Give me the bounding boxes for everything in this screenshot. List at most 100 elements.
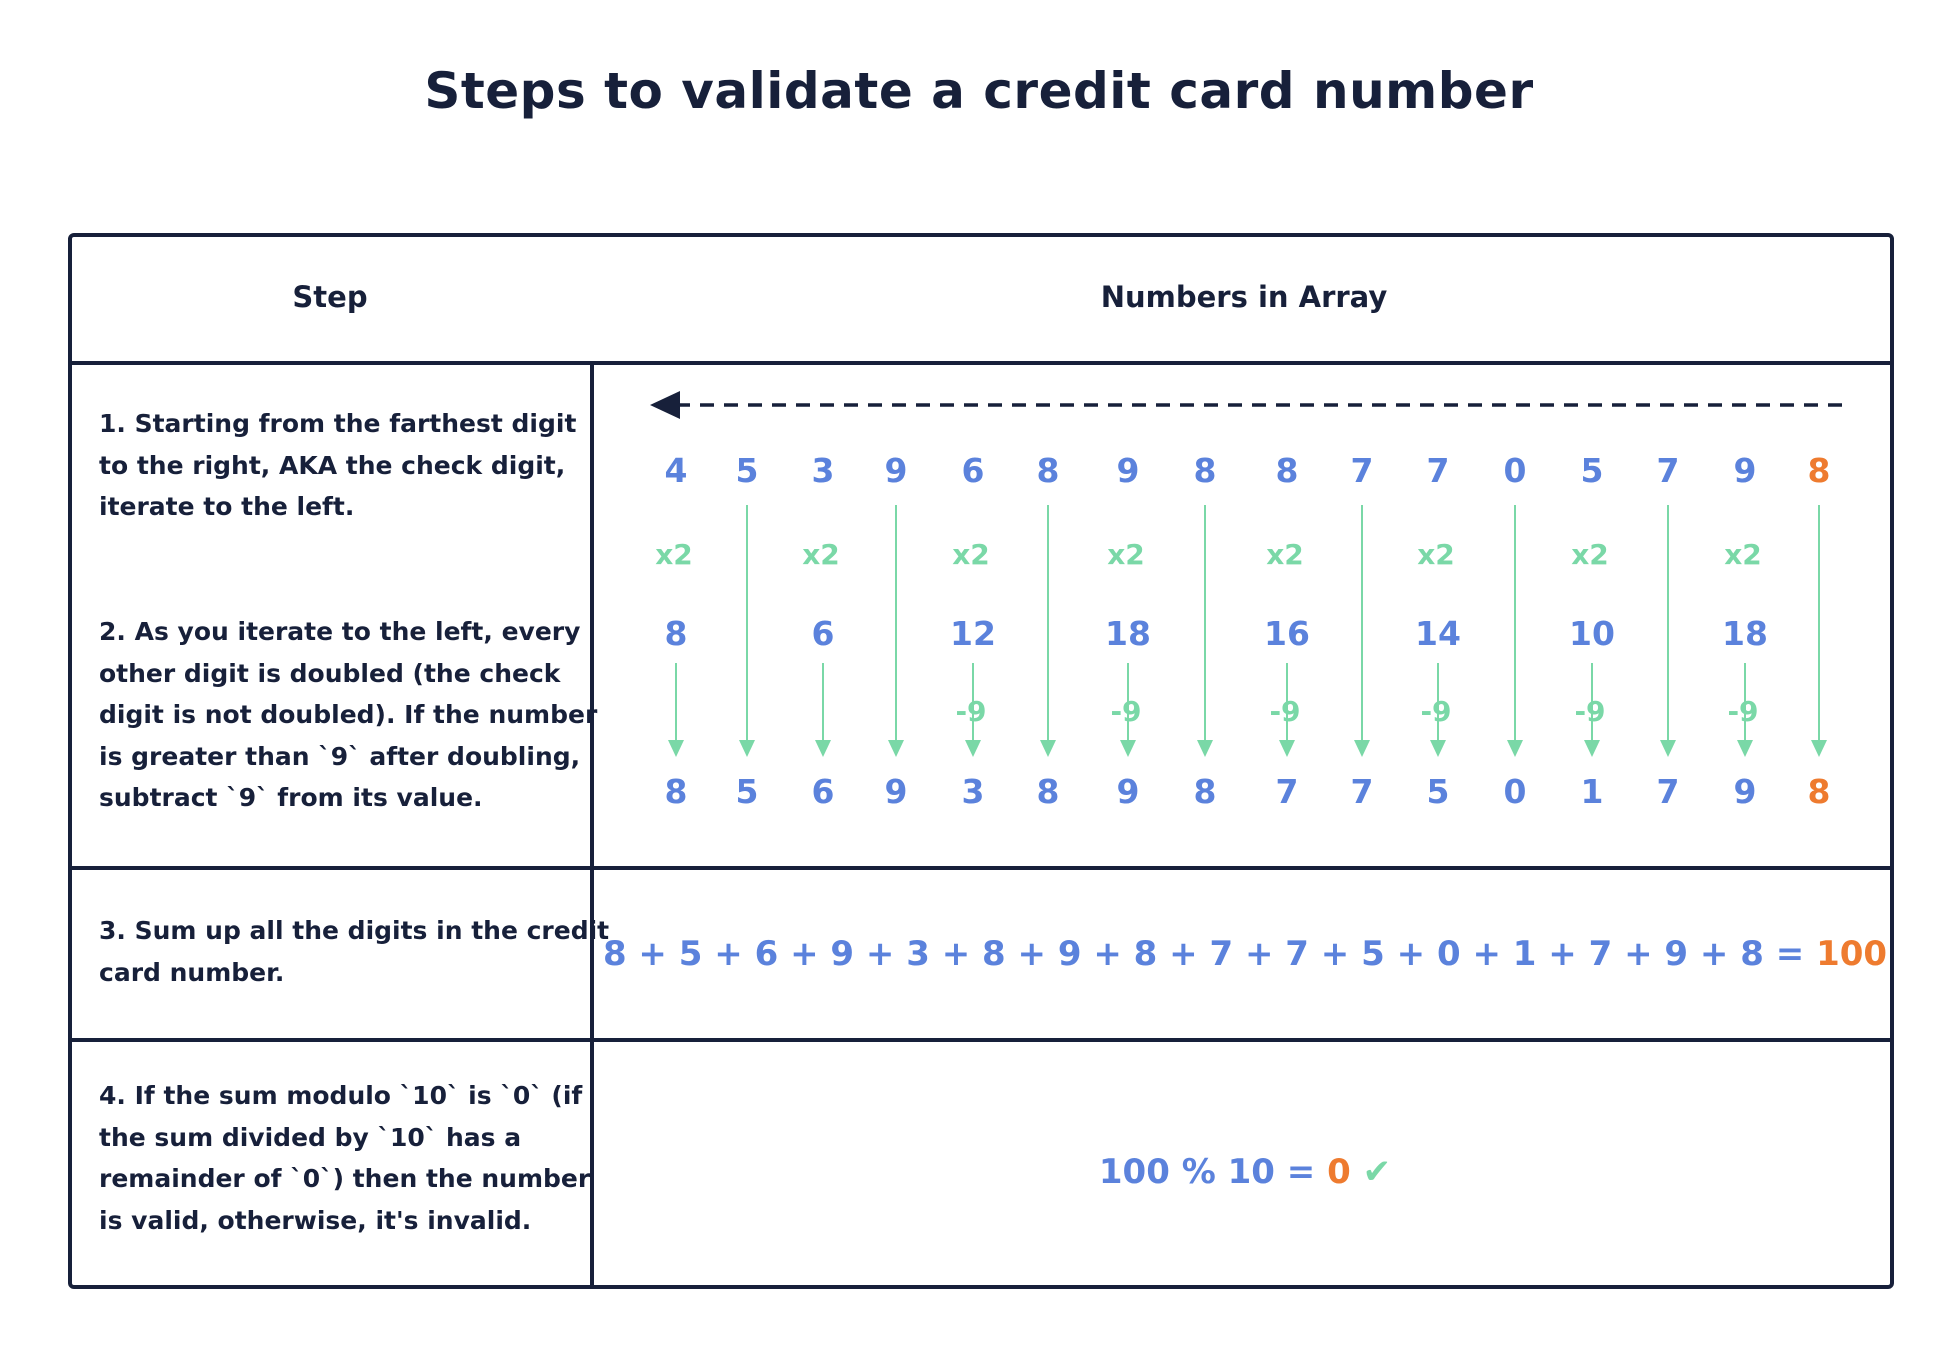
step-4-line: is valid, otherwise, it's invalid. bbox=[99, 1205, 532, 1235]
result-digit: 9 bbox=[885, 772, 908, 811]
original-digit: 8 bbox=[1037, 451, 1060, 490]
left-arrow-icon bbox=[650, 391, 1842, 419]
down-arrow-icon bbox=[1737, 663, 1753, 757]
original-digit: 9 bbox=[1734, 451, 1757, 490]
multiplier-label: x2 bbox=[655, 538, 693, 571]
original-digit: 7 bbox=[1351, 451, 1374, 490]
result-digit: 0 bbox=[1504, 772, 1527, 811]
step-2-line: 2. As you iterate to the left, every bbox=[99, 617, 581, 646]
original-digit: 9 bbox=[1117, 451, 1140, 490]
original-digit: 8 bbox=[1194, 451, 1217, 490]
result-digit: 5 bbox=[1427, 772, 1450, 811]
step-2-text: 2. As you iterate to the left, every oth… bbox=[99, 611, 597, 819]
subtract-label: -9 bbox=[1110, 695, 1141, 728]
step-4-line: 4. If the sum modulo `10` is `0` (if bbox=[99, 1081, 583, 1110]
original-digit: 9 bbox=[885, 451, 908, 490]
result-digit: 7 bbox=[1351, 772, 1374, 811]
doubled-value: 8 bbox=[665, 614, 688, 653]
column-divider bbox=[590, 363, 594, 1289]
modulo-equation: 100 % 10 = 0 ✔ bbox=[596, 1152, 1894, 1192]
row-divider-2 bbox=[68, 866, 1894, 870]
row-divider-3 bbox=[68, 1038, 1894, 1042]
original-digit: 3 bbox=[812, 451, 835, 490]
result-digit: 8 bbox=[1194, 772, 1217, 811]
check-digit: 8 bbox=[1808, 451, 1831, 490]
result-digit: 5 bbox=[736, 772, 759, 811]
down-arrow-icon bbox=[739, 505, 755, 757]
down-arrow-icon bbox=[1197, 505, 1213, 757]
step-4-text: 4. If the sum modulo `10` is `0` (if the… bbox=[99, 1075, 590, 1241]
down-arrow-icon bbox=[1430, 663, 1446, 757]
down-arrow-icon bbox=[1120, 663, 1136, 757]
down-arrow-icon bbox=[668, 663, 684, 757]
check-digit-result: 8 bbox=[1808, 772, 1831, 811]
multiplier-label: x2 bbox=[1107, 538, 1145, 571]
result-digit: 7 bbox=[1657, 772, 1680, 811]
step-1-line: iterate to the left. bbox=[99, 492, 355, 521]
digit-columns: 4x288553x266996x212-93889x218-99888x216-… bbox=[655, 451, 1830, 811]
down-arrow-icon bbox=[1660, 505, 1676, 757]
modulo-expression: 100 % 10 = bbox=[1098, 1152, 1316, 1192]
doubled-value: 12 bbox=[950, 614, 996, 653]
doubled-value: 14 bbox=[1415, 614, 1461, 653]
step-3-line: 3. Sum up all the digits in the credit bbox=[99, 916, 610, 945]
result-digit: 1 bbox=[1581, 772, 1604, 811]
multiplier-label: x2 bbox=[1417, 538, 1455, 571]
subtract-label: -9 bbox=[1574, 695, 1605, 728]
step-4-line: remainder of `0`) then the number bbox=[99, 1164, 591, 1193]
modulo-result: 0 bbox=[1327, 1152, 1351, 1192]
result-digit: 3 bbox=[962, 772, 985, 811]
original-digit: 6 bbox=[962, 451, 985, 490]
result-digit: 8 bbox=[1037, 772, 1060, 811]
original-digit: 5 bbox=[736, 451, 759, 490]
down-arrow-icon bbox=[888, 505, 904, 757]
sum-result: 100 bbox=[1816, 934, 1888, 974]
result-digit: 6 bbox=[812, 772, 835, 811]
multiplier-label: x2 bbox=[1266, 538, 1304, 571]
checkmark-icon: ✔ bbox=[1362, 1152, 1392, 1192]
result-digit: 8 bbox=[665, 772, 688, 811]
step-1-line: to the right, AKA the check digit, bbox=[99, 450, 566, 480]
original-digit: 0 bbox=[1504, 451, 1527, 490]
result-digit: 9 bbox=[1117, 772, 1140, 811]
page-title: Steps to validate a credit card number bbox=[424, 62, 1534, 120]
original-digit: 5 bbox=[1581, 451, 1604, 490]
subtract-label: -9 bbox=[955, 695, 986, 728]
down-arrow-icon bbox=[1811, 505, 1827, 757]
doubled-value: 6 bbox=[812, 614, 835, 653]
down-arrow-icon bbox=[1507, 505, 1523, 757]
multiplier-label: x2 bbox=[1724, 538, 1762, 571]
step-1-text: 1. Starting from the farthest digit to t… bbox=[99, 403, 576, 528]
header-numbers-in-array: Numbers in Array bbox=[1100, 280, 1388, 314]
sum-equation: 8 + 5 + 6 + 9 + 3 + 8 + 9 + 8 + 7 + 7 + … bbox=[596, 934, 1894, 974]
multiplier-label: x2 bbox=[802, 538, 840, 571]
down-arrow-icon bbox=[1584, 663, 1600, 757]
step-3-line: card number. bbox=[99, 957, 285, 987]
doubled-value: 16 bbox=[1264, 614, 1310, 653]
step-2-line: subtract `9` from its value. bbox=[99, 783, 483, 812]
original-digit: 4 bbox=[665, 451, 688, 490]
subtract-label: -9 bbox=[1420, 695, 1451, 728]
sum-expression: 8 + 5 + 6 + 9 + 3 + 8 + 9 + 8 + 7 + 7 + … bbox=[602, 934, 1805, 974]
down-arrow-icon bbox=[815, 663, 831, 757]
steps-table bbox=[68, 233, 1894, 1289]
header-step: Step bbox=[292, 280, 368, 314]
subtract-label: -9 bbox=[1727, 695, 1758, 728]
doubled-value: 18 bbox=[1105, 614, 1151, 653]
doubled-value: 10 bbox=[1569, 614, 1615, 653]
step-2-line: other digit is doubled (the check bbox=[99, 658, 561, 688]
result-digit: 9 bbox=[1734, 772, 1757, 811]
result-digit: 7 bbox=[1276, 772, 1299, 811]
original-digit: 7 bbox=[1657, 451, 1680, 490]
down-arrow-icon bbox=[1279, 663, 1295, 757]
header-divider bbox=[68, 361, 1894, 365]
subtract-label: -9 bbox=[1269, 695, 1300, 728]
original-digit: 7 bbox=[1427, 451, 1450, 490]
multiplier-label: x2 bbox=[1571, 538, 1609, 571]
step-3-text: 3. Sum up all the digits in the credit c… bbox=[99, 910, 609, 993]
step-4-line: the sum divided by `10` has a bbox=[99, 1122, 522, 1152]
multiplier-label: x2 bbox=[952, 538, 990, 571]
original-digit: 8 bbox=[1276, 451, 1299, 490]
down-arrow-icon bbox=[1040, 505, 1056, 757]
